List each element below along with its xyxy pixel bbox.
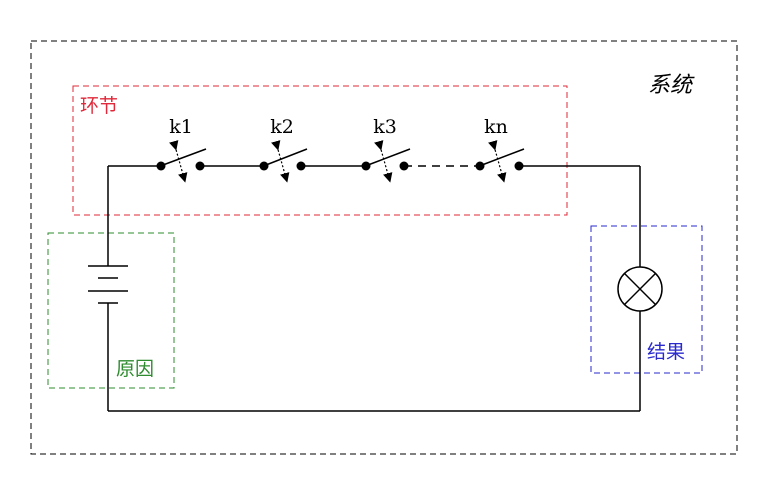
switch-kn: kn [475,116,525,183]
result-label: 结果 [647,341,685,363]
switch-label: k2 [270,116,294,138]
switch-k3: k3 [361,116,411,183]
switch-label: k3 [373,116,397,138]
battery-icon [88,265,128,304]
cause-label: 原因 [116,358,154,380]
switch-label: k1 [169,116,193,138]
stage-label: 环节 [80,95,118,117]
result-boundary [590,225,703,374]
wiring [107,165,641,412]
stage-boundary [72,85,568,216]
switch-label: kn [484,116,508,138]
system-label: 系统 [648,73,695,98]
system-boundary [30,40,738,455]
switch-k1: k1 [156,116,207,183]
cause-boundary [47,232,175,389]
lamp-icon [617,266,663,312]
switch-k2: k2 [259,116,308,183]
